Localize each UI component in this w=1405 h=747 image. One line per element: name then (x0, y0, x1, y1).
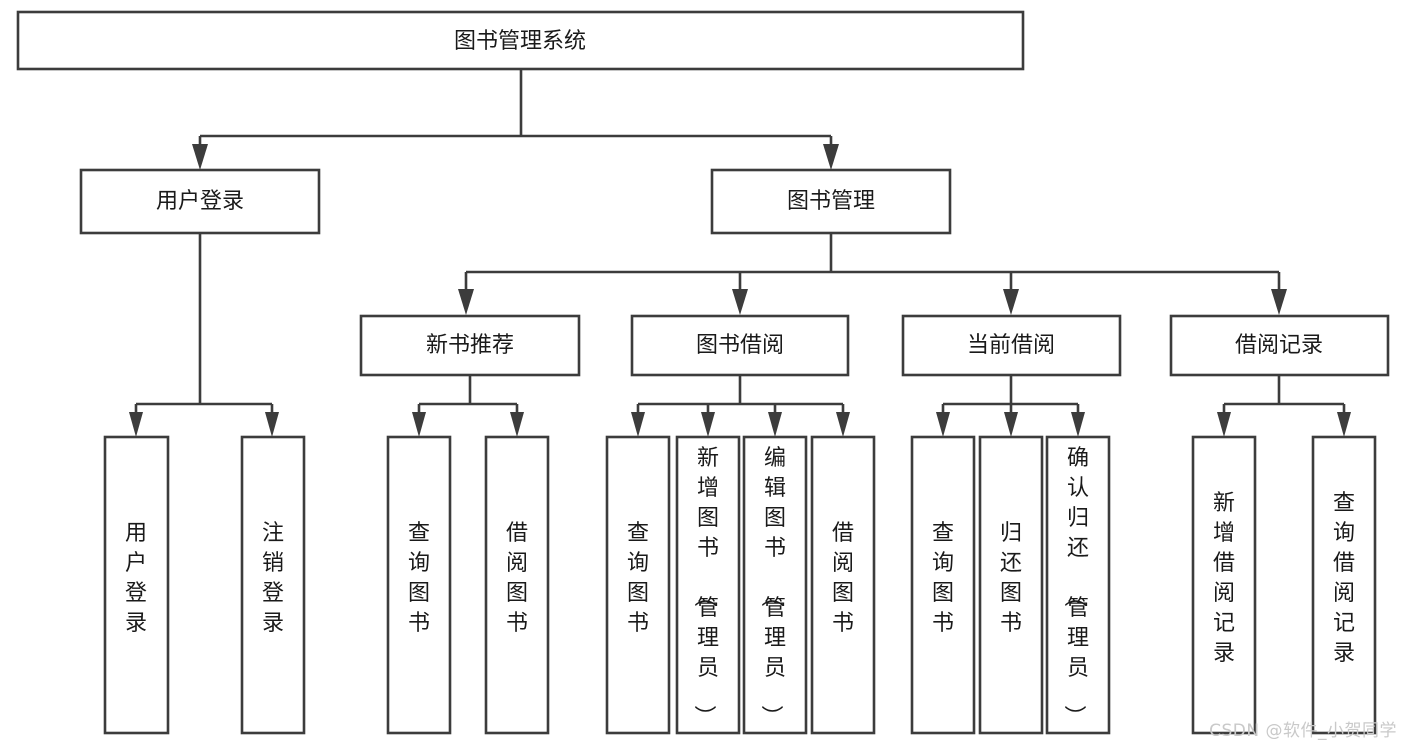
node-book-manage[interactable]: 图书管理 (710, 168, 952, 235)
edges-root-to-level2 (192, 69, 839, 170)
leaf-borrow-book-2[interactable]: 借阅图书 (810, 435, 876, 735)
arrow-to-book-manage (823, 144, 839, 170)
edges-current-borrow-to-leaves (936, 375, 1085, 437)
node-root-label: 图书管理系统 (454, 29, 586, 54)
leaf-user-login-label: 用户登录 (125, 521, 147, 636)
leaf-query-book-3-box[interactable] (910, 435, 976, 735)
leaf-borrow-book-1[interactable]: 借阅图书 (484, 435, 550, 735)
leaf-query-book-1[interactable]: 查询图书 (386, 435, 452, 735)
leaf-confirm-return[interactable]: 确认归还（管理员） (1045, 435, 1111, 735)
arrow-to-book-borrow (732, 289, 748, 315)
leaf-logout-login[interactable]: 注销登录 (240, 435, 306, 735)
arrow-to-leaf-borrow-book-2 (836, 412, 850, 437)
arrow-to-leaf-add-book (701, 412, 715, 437)
leaf-query-book-3-label: 查询图书 (932, 521, 954, 636)
leaf-edit-book-box[interactable] (742, 435, 808, 735)
leaf-add-record-label: 新增借阅记录 (1213, 491, 1235, 666)
leaf-return-book-box[interactable] (978, 435, 1044, 735)
node-borrow-record-label: 借阅记录 (1235, 333, 1323, 358)
leaf-return-book-label: 归还图书 (1000, 521, 1022, 636)
edges-book-manage-to-level3 (458, 233, 1287, 315)
leaf-add-book-box[interactable] (675, 435, 741, 735)
leaf-borrow-book-1-box[interactable] (484, 435, 550, 735)
arrow-to-leaf-confirm-return (1071, 412, 1085, 437)
leaf-query-book-3[interactable]: 查询图书 (910, 435, 976, 735)
edges-user-login-to-leaves (129, 233, 279, 437)
arrow-to-leaf-query-book-3 (936, 412, 950, 437)
arrow-to-leaf-query-book-2 (631, 412, 645, 437)
leaf-add-book[interactable]: 新增图书（管理员） (675, 435, 741, 735)
arrow-to-leaf-borrow-book-1 (510, 412, 524, 437)
node-borrow-record-box[interactable] (1169, 314, 1390, 377)
node-user-login-label: 用户登录 (156, 189, 244, 214)
arrow-to-current-borrow (1003, 289, 1019, 315)
leaf-confirm-return-box[interactable] (1045, 435, 1111, 735)
node-borrow-record[interactable]: 借阅记录 (1169, 314, 1390, 377)
arrow-to-leaf-edit-book (768, 412, 782, 437)
leaf-query-record-box[interactable] (1311, 435, 1377, 735)
leaf-logout-login-label: 注销登录 (262, 521, 284, 636)
node-book-borrow[interactable]: 图书借阅 (630, 314, 850, 377)
leaf-query-book-2-box[interactable] (605, 435, 671, 735)
node-current-borrow-box[interactable] (901, 314, 1122, 377)
node-new-book-recommend[interactable]: 新书推荐 (359, 314, 581, 377)
arrow-to-leaf-add-record (1217, 412, 1231, 437)
node-user-login[interactable]: 用户登录 (79, 168, 321, 235)
arrow-to-leaf-query-book-1 (412, 412, 426, 437)
node-new-book-recommend-label: 新书推荐 (426, 333, 514, 358)
leaf-borrow-book-2-label: 借阅图书 (832, 521, 854, 636)
edges-new-book-to-leaves (412, 375, 524, 437)
node-book-manage-box[interactable] (710, 168, 952, 235)
csdn-watermark: CSDN @软件_小贺同学 (1209, 721, 1397, 741)
leaf-logout-login-box[interactable] (240, 435, 306, 735)
arrow-to-leaf-logout (265, 412, 279, 437)
leaf-query-record-label: 查询借阅记录 (1333, 491, 1355, 666)
arrow-to-user-login (192, 144, 208, 170)
node-book-manage-label: 图书管理 (787, 189, 875, 214)
leaf-query-record[interactable]: 查询借阅记录 (1311, 435, 1377, 735)
leaf-borrow-book-2-box[interactable] (810, 435, 876, 735)
leaf-add-record[interactable]: 新增借阅记录 (1191, 435, 1257, 735)
edges-book-borrow-to-leaves (631, 375, 850, 437)
node-root-box[interactable] (16, 10, 1025, 71)
leaf-add-record-box[interactable] (1191, 435, 1257, 735)
node-book-borrow-label: 图书借阅 (696, 333, 784, 358)
leaf-edit-book-label: 编辑图书（管理员） (758, 446, 786, 727)
node-book-borrow-box[interactable] (630, 314, 850, 377)
arrow-to-leaf-return-book (1004, 412, 1018, 437)
leaf-user-login-box[interactable] (103, 435, 170, 735)
leaf-return-book[interactable]: 归还图书 (978, 435, 1044, 735)
node-new-book-recommend-box[interactable] (359, 314, 581, 377)
node-root[interactable]: 图书管理系统 (16, 10, 1025, 71)
leaf-query-book-1-label: 查询图书 (408, 521, 430, 636)
arrow-to-new-book (458, 289, 474, 315)
leaf-user-login[interactable]: 用户登录 (103, 435, 170, 735)
edges-borrow-record-to-leaves (1217, 375, 1351, 437)
arrow-to-leaf-user-login (129, 412, 143, 437)
arrow-to-borrow-record (1271, 289, 1287, 315)
arrow-to-leaf-query-record (1337, 412, 1351, 437)
leaf-add-book-label: 新增图书（管理员） (691, 446, 719, 727)
node-current-borrow[interactable]: 当前借阅 (901, 314, 1122, 377)
leaf-query-book-2[interactable]: 查询图书 (605, 435, 671, 735)
leaf-confirm-return-label: 确认归还（管理员） (1061, 446, 1089, 727)
node-user-login-box[interactable] (79, 168, 321, 235)
leaf-edit-book[interactable]: 编辑图书（管理员） (742, 435, 808, 735)
leaf-query-book-1-box[interactable] (386, 435, 452, 735)
leaf-borrow-book-1-label: 借阅图书 (506, 521, 528, 636)
leaf-query-book-2-label: 查询图书 (627, 521, 649, 636)
node-current-borrow-label: 当前借阅 (967, 333, 1055, 358)
